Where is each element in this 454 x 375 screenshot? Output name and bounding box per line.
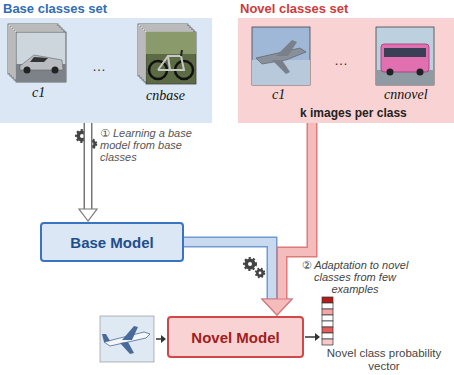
model-name: Novel Model	[191, 329, 279, 346]
panel-heading: Novel classes set	[240, 1, 348, 16]
base-model-box: Base Model	[40, 222, 184, 262]
adaptation-pipe	[184, 242, 292, 315]
adaptation-pipe	[262, 123, 312, 315]
probability-vector	[322, 297, 333, 345]
novel-model-box: Novel Model	[167, 316, 304, 358]
model-name: Base Model	[70, 234, 153, 251]
input-arrow	[156, 335, 166, 343]
class-label: c1	[272, 87, 285, 103]
bicycle-image-stack	[138, 24, 196, 84]
connector-outline	[184, 242, 272, 300]
airplane-image	[100, 316, 154, 362]
connector-fill	[282, 123, 312, 300]
ellipsis: …	[334, 52, 348, 68]
panel-heading: Base classes set	[3, 1, 107, 16]
output-caption: Novel class probability vector	[316, 347, 452, 373]
jet-image	[252, 27, 310, 85]
connector-outline	[282, 123, 312, 300]
ellipsis: …	[92, 58, 106, 74]
connector-outline	[84, 123, 93, 210]
arrowhead	[262, 299, 292, 315]
panel-note: k images per class	[300, 106, 407, 120]
car-image-stack	[8, 24, 66, 82]
connector-fill	[85, 123, 91, 210]
learning-arrow	[79, 123, 97, 221]
bus-image	[376, 27, 434, 85]
step-annotation: ② Adaptation to novel classes from few e…	[295, 259, 415, 295]
connector-fill	[184, 242, 272, 300]
class-label: cnbase	[146, 88, 185, 104]
arrowhead	[79, 209, 97, 221]
class-label: c1	[32, 85, 45, 101]
arrowhead	[262, 299, 292, 315]
class-label: cnnovel	[384, 87, 428, 103]
step-annotation: ① Learning a base model from base classe…	[100, 127, 210, 163]
gear-icon	[245, 259, 265, 278]
output-arrow	[305, 333, 320, 341]
